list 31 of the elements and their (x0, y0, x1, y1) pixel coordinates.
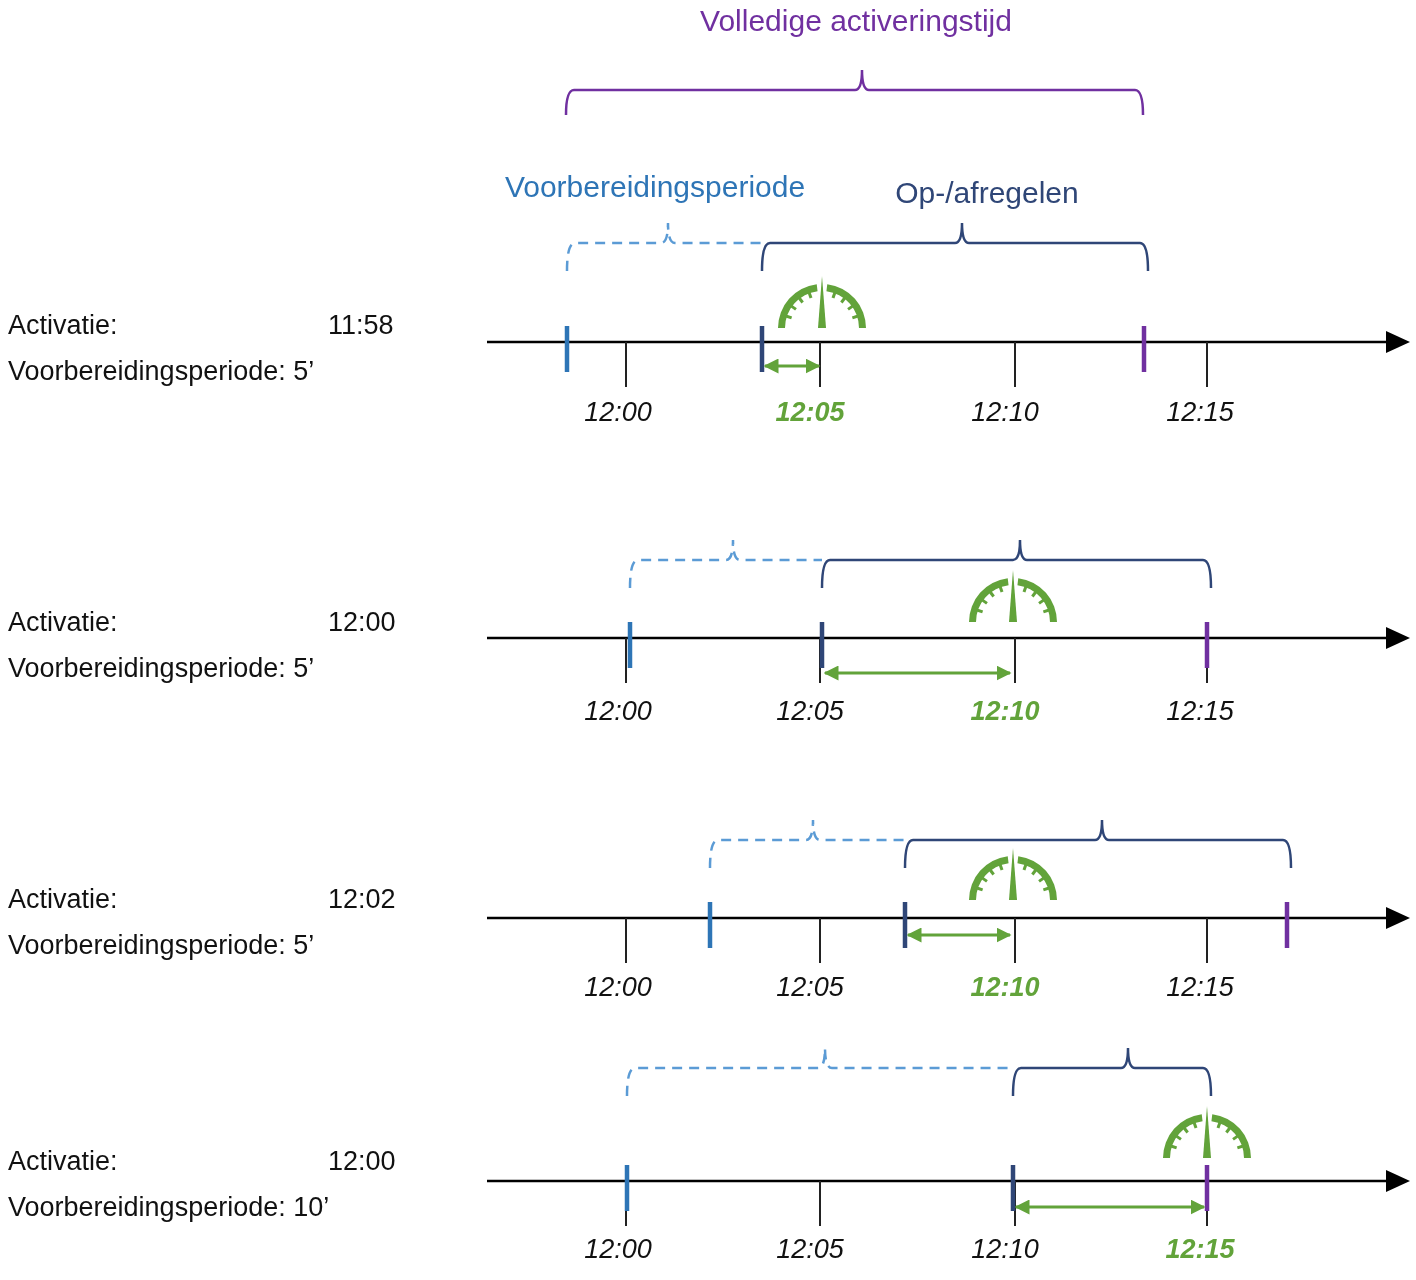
time-label: 12:00 (584, 1235, 652, 1265)
activation-time: 12:02 (328, 885, 396, 915)
preparation-label: Voorbereidingsperiode: 5’ (8, 931, 315, 961)
time-label: 12:05 (775, 398, 845, 428)
time-label: 12:15 (1165, 1235, 1235, 1265)
time-label: 12:10 (971, 1235, 1039, 1265)
bracket-label: Volledige activeringstijd (700, 3, 1012, 37)
bracket-label: Op-/afregelen (895, 175, 1079, 209)
activation-label: Activatie: (8, 608, 118, 638)
bracket-label: Voorbereidingsperiode (504, 169, 806, 203)
time-label: 12:15 (1166, 398, 1234, 428)
time-label: 12:10 (970, 973, 1040, 1003)
time-label: 12:00 (584, 697, 652, 727)
activation-label: Activatie: (8, 885, 118, 915)
time-label: 12:00 (584, 973, 652, 1003)
activation-label: Activatie: (8, 311, 118, 341)
activation-time: 12:00 (328, 1147, 396, 1177)
preparation-label: Voorbereidingsperiode: 5’ (8, 357, 315, 387)
activation-label: Activatie: (8, 1147, 118, 1177)
time-label: 12:05 (776, 973, 844, 1003)
activation-time: 12:00 (328, 608, 396, 638)
time-label: 12:05 (776, 697, 844, 727)
activation-time: 11:58 (328, 311, 394, 341)
time-label: 12:15 (1166, 697, 1234, 727)
time-label: 12:15 (1166, 973, 1234, 1003)
time-label: 12:05 (776, 1235, 844, 1265)
time-label: 12:10 (971, 398, 1039, 428)
time-label: 12:00 (584, 398, 652, 428)
preparation-label: Voorbereidingsperiode: 10’ (8, 1193, 330, 1223)
preparation-label: Voorbereidingsperiode: 5’ (8, 654, 315, 684)
time-label: 12:10 (970, 697, 1040, 727)
